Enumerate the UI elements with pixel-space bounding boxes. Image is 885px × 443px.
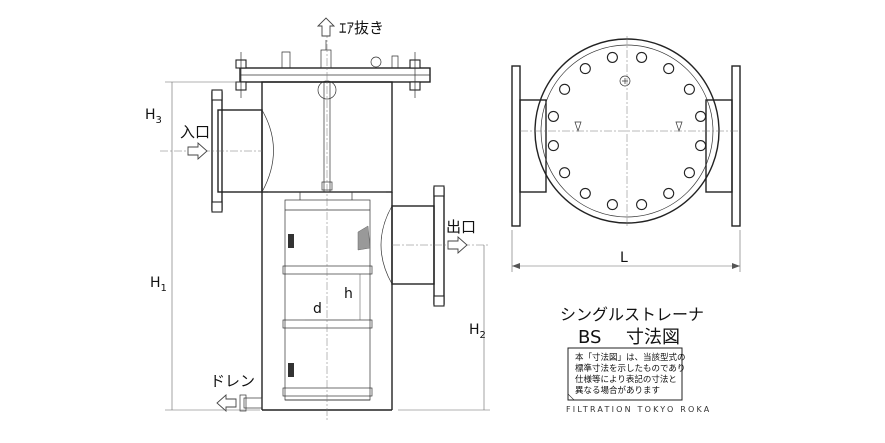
sheet-title: 寸法図 bbox=[626, 327, 680, 348]
bolt-hole bbox=[547, 110, 559, 122]
drain-arrow bbox=[216, 393, 237, 413]
bolt-ring bbox=[547, 51, 707, 211]
bolt-hole bbox=[606, 199, 618, 211]
side-dimensions bbox=[165, 81, 490, 411]
bolt-hole bbox=[606, 51, 618, 63]
bolt-hole bbox=[663, 187, 675, 199]
bolt-hole bbox=[579, 187, 591, 199]
cover-bolt-right bbox=[409, 52, 421, 98]
d-label: d bbox=[313, 301, 322, 317]
model-title: BS bbox=[578, 327, 601, 348]
note-line-1: 本「寸法図」は、当該型式の bbox=[575, 352, 686, 363]
bolt-hole bbox=[547, 140, 559, 152]
bolt-hole bbox=[695, 140, 707, 152]
bolt-hole bbox=[683, 167, 695, 179]
h3-label: H3 bbox=[145, 107, 162, 126]
front-view bbox=[511, 36, 741, 272]
bolt-hole bbox=[636, 51, 648, 63]
note-line-2: 標準寸法を示したものであり bbox=[575, 363, 685, 374]
bolt-hole bbox=[579, 63, 591, 75]
length-label: L bbox=[620, 250, 628, 266]
cover-bolt-left bbox=[235, 52, 247, 98]
air-vent-label: ｴｱ抜き bbox=[339, 19, 384, 37]
bolt-hole bbox=[636, 199, 648, 211]
bolt-hole bbox=[559, 167, 571, 179]
note-line-3: 仕様等により表記の寸法と bbox=[575, 374, 677, 385]
bolt-hole bbox=[663, 63, 675, 75]
h2-label: H2 bbox=[469, 322, 486, 341]
h-label: h bbox=[344, 286, 353, 302]
inlet-arrow bbox=[187, 141, 208, 161]
outlet-arrow bbox=[447, 235, 468, 255]
product-title: シングルストレーナ bbox=[560, 305, 704, 324]
company-name: FILTRATION TOKYO ROKA bbox=[566, 405, 711, 414]
bolt-hole bbox=[683, 83, 695, 95]
title-block: シングルストレーナ BS 寸法図 本「寸法図」は、当該型式の 標準寸法を示したも… bbox=[560, 305, 711, 414]
drain-label: ドレン bbox=[210, 372, 255, 390]
bolt-hole bbox=[695, 110, 707, 122]
side-view bbox=[160, 17, 488, 420]
air-vent-arrow bbox=[316, 17, 336, 37]
bolt-hole bbox=[559, 83, 571, 95]
note-line-4: 異なる場合があります bbox=[575, 385, 660, 396]
inlet-label: 入口 bbox=[180, 123, 210, 141]
h1-label: H1 bbox=[150, 275, 167, 294]
outlet-label: 出口 bbox=[446, 218, 476, 236]
